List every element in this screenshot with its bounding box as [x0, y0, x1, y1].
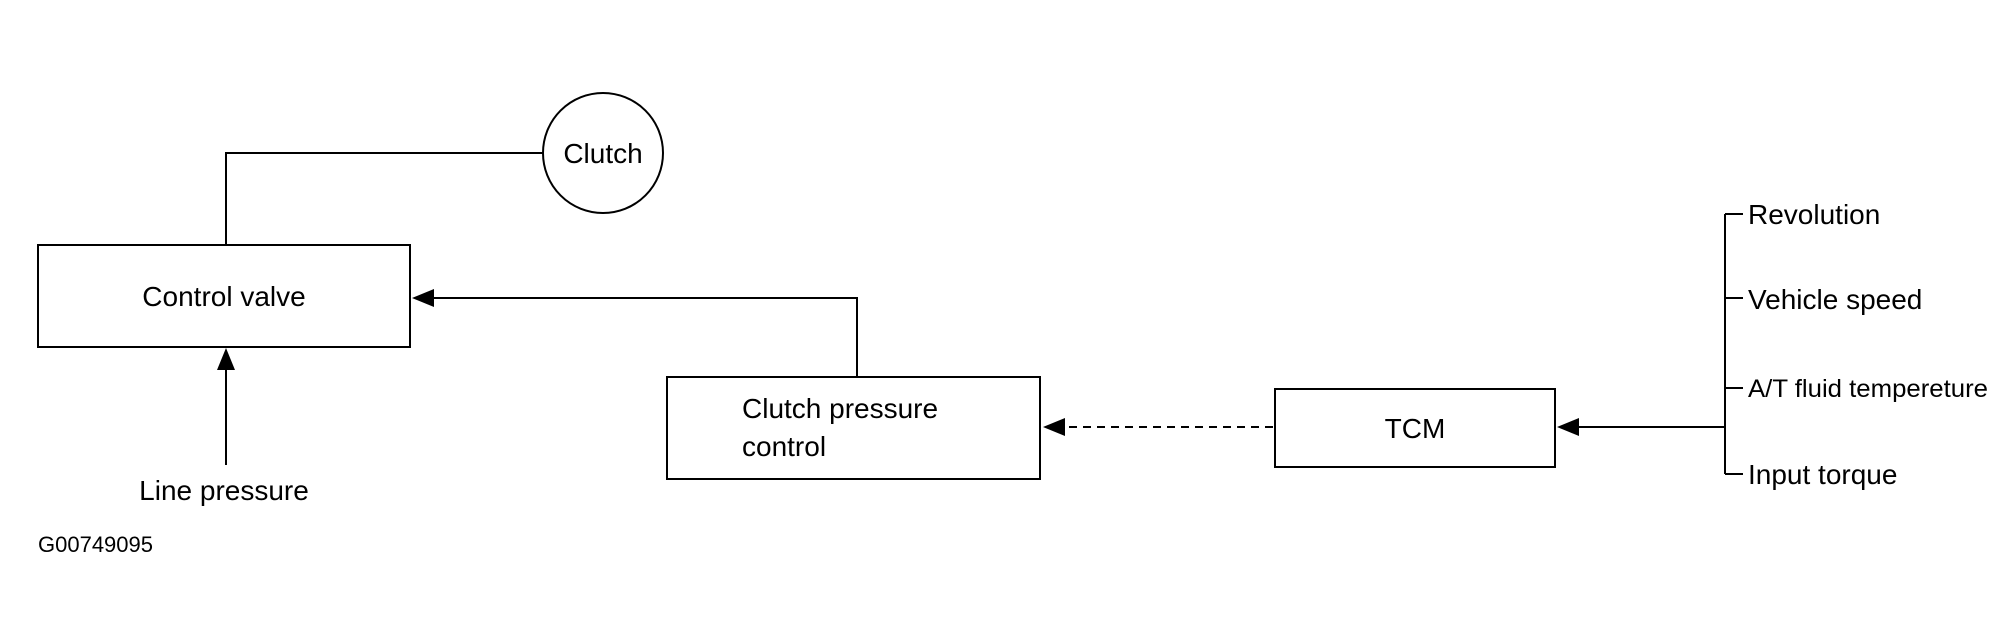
clutch-pressure-to-control-valve-line	[432, 297, 858, 377]
tcm-node	[1274, 388, 1556, 468]
control-valve-label: Control valve	[142, 281, 305, 312]
fluid-temperature-label: A/T fluid tempereture	[1748, 375, 1988, 403]
input-torque-label: Input torque	[1748, 459, 1897, 490]
control-valve-input-arrowhead	[412, 289, 434, 307]
line-pressure-label: Line pressure	[139, 475, 309, 506]
revolution-label: Revolution	[1748, 199, 1880, 230]
line-pressure-arrowhead	[217, 348, 235, 370]
control-valve-node	[37, 244, 411, 348]
clutch-to-control-valve-line	[225, 152, 543, 245]
clutch-pressure-control-node	[666, 376, 1041, 480]
figure-code: G00749095	[38, 532, 153, 557]
tcm-label: TCM	[1385, 413, 1446, 444]
clutch-pressure-control-label-line1: Clutch pressure	[742, 393, 938, 424]
tcm-input-arrowhead	[1557, 418, 1579, 436]
clutch-pressure-control-input-arrowhead	[1043, 418, 1065, 436]
clutch-pressure-control-label-line2: control	[742, 431, 826, 462]
clutch-label: Clutch	[563, 138, 642, 169]
vehicle-speed-label: Vehicle speed	[1748, 284, 1922, 315]
